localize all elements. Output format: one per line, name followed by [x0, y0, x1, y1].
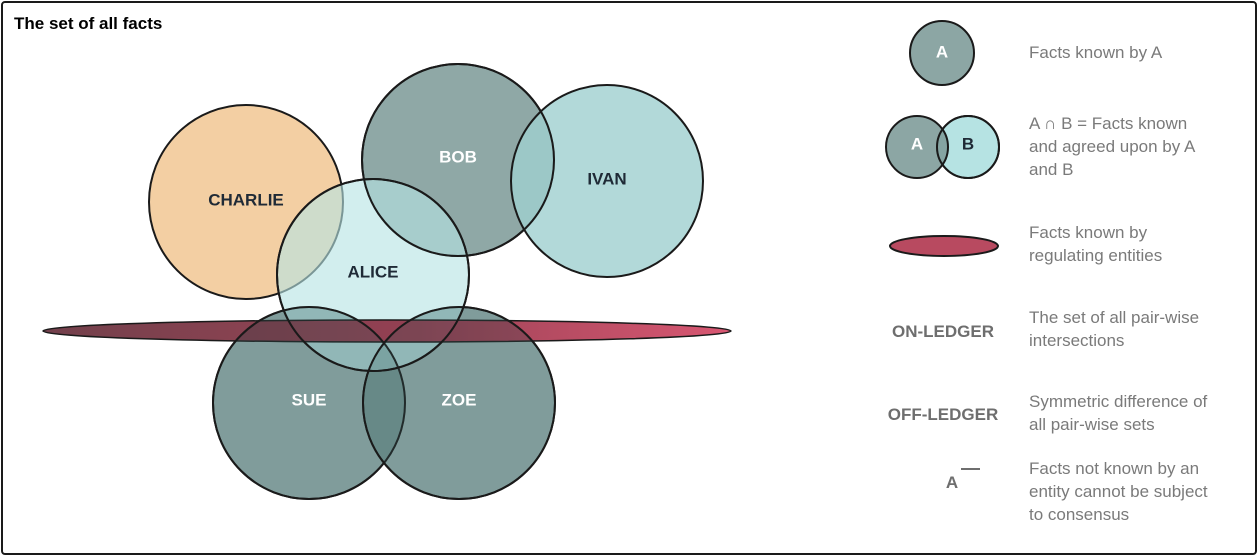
circle-sue-overlay	[212, 306, 406, 500]
label-sue: SUE	[292, 390, 327, 409]
label-bob: BOB	[439, 147, 477, 166]
label-zoe: ZOE	[442, 390, 477, 409]
legend-on-ledger-text: The set of all pair-wise intersections	[1029, 308, 1200, 350]
legend-single-circle	[909, 20, 975, 86]
diagram-title: The set of all facts	[14, 14, 163, 33]
circle-zoe-overlay	[362, 306, 556, 500]
legend-pair-circle-a	[885, 115, 949, 179]
legend-single-text: Facts known by A	[1029, 43, 1163, 62]
circle-alice-outline	[276, 178, 470, 372]
regulator-ellipse	[42, 319, 732, 343]
legend-pair-label-a: A	[911, 134, 923, 153]
legend-complement-text: Facts not known by an entity cannot be s…	[1029, 459, 1208, 524]
legend-pair-text: A ∩ B = Facts known and agreed upon by A…	[1029, 114, 1196, 179]
circle-ivan	[510, 84, 704, 278]
legend-on-ledger-term: ON-LEDGER	[892, 322, 994, 341]
legend-pair-circle-b-outline	[936, 115, 1000, 179]
legend-ledger-ellipse	[889, 235, 999, 257]
label-charlie: CHARLIE	[208, 190, 284, 209]
legend-ellipse-text: Facts known by regulating entities	[1029, 223, 1163, 265]
legend-pair-label-b: B	[962, 134, 974, 153]
circle-bob-outline	[361, 63, 555, 257]
legend-single-label: A	[936, 42, 948, 61]
legend-off-ledger-term: OFF-LEDGER	[887, 405, 999, 424]
label-alice: ALICE	[348, 262, 399, 281]
legend-complement-term: A	[945, 473, 959, 492]
legend-off-ledger-text: Symmetric difference of all pair-wise se…	[1029, 392, 1208, 434]
label-ivan: IVAN	[587, 169, 626, 188]
